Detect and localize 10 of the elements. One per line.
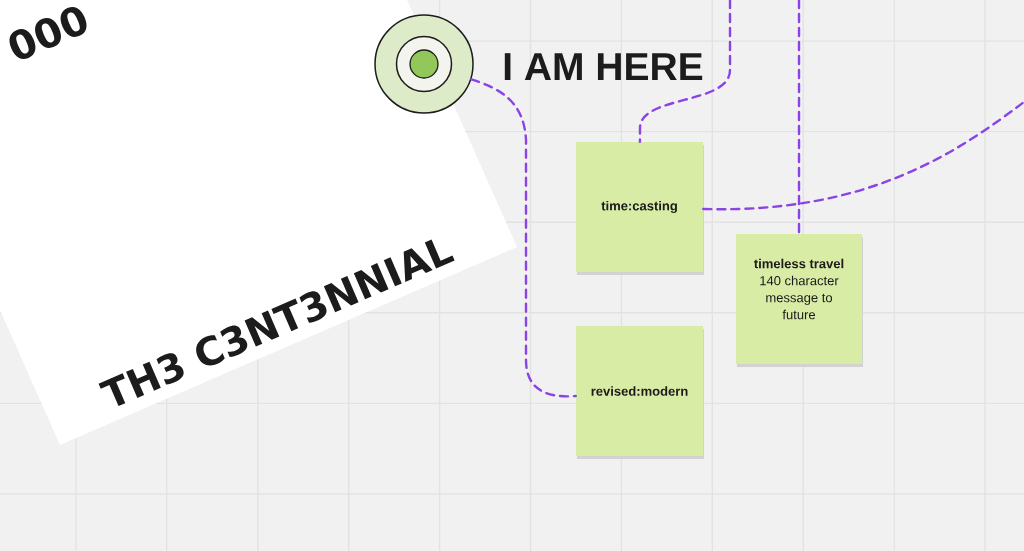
- label-text: I AM HERE: [504, 53, 703, 80]
- sticky-note: revised:modern: [576, 326, 704, 459]
- sticky-note: timeless travel 140 character message to future: [736, 234, 863, 367]
- connector: [797, 0, 801, 235]
- card: [0, 0, 517, 445]
- connector: [470, 78, 577, 398]
- connector: [638, 0, 732, 143]
- sticky-note: time:casting: [576, 142, 704, 275]
- number-text: 000: [9, 6, 87, 60]
- connector: [702, 100, 1024, 211]
